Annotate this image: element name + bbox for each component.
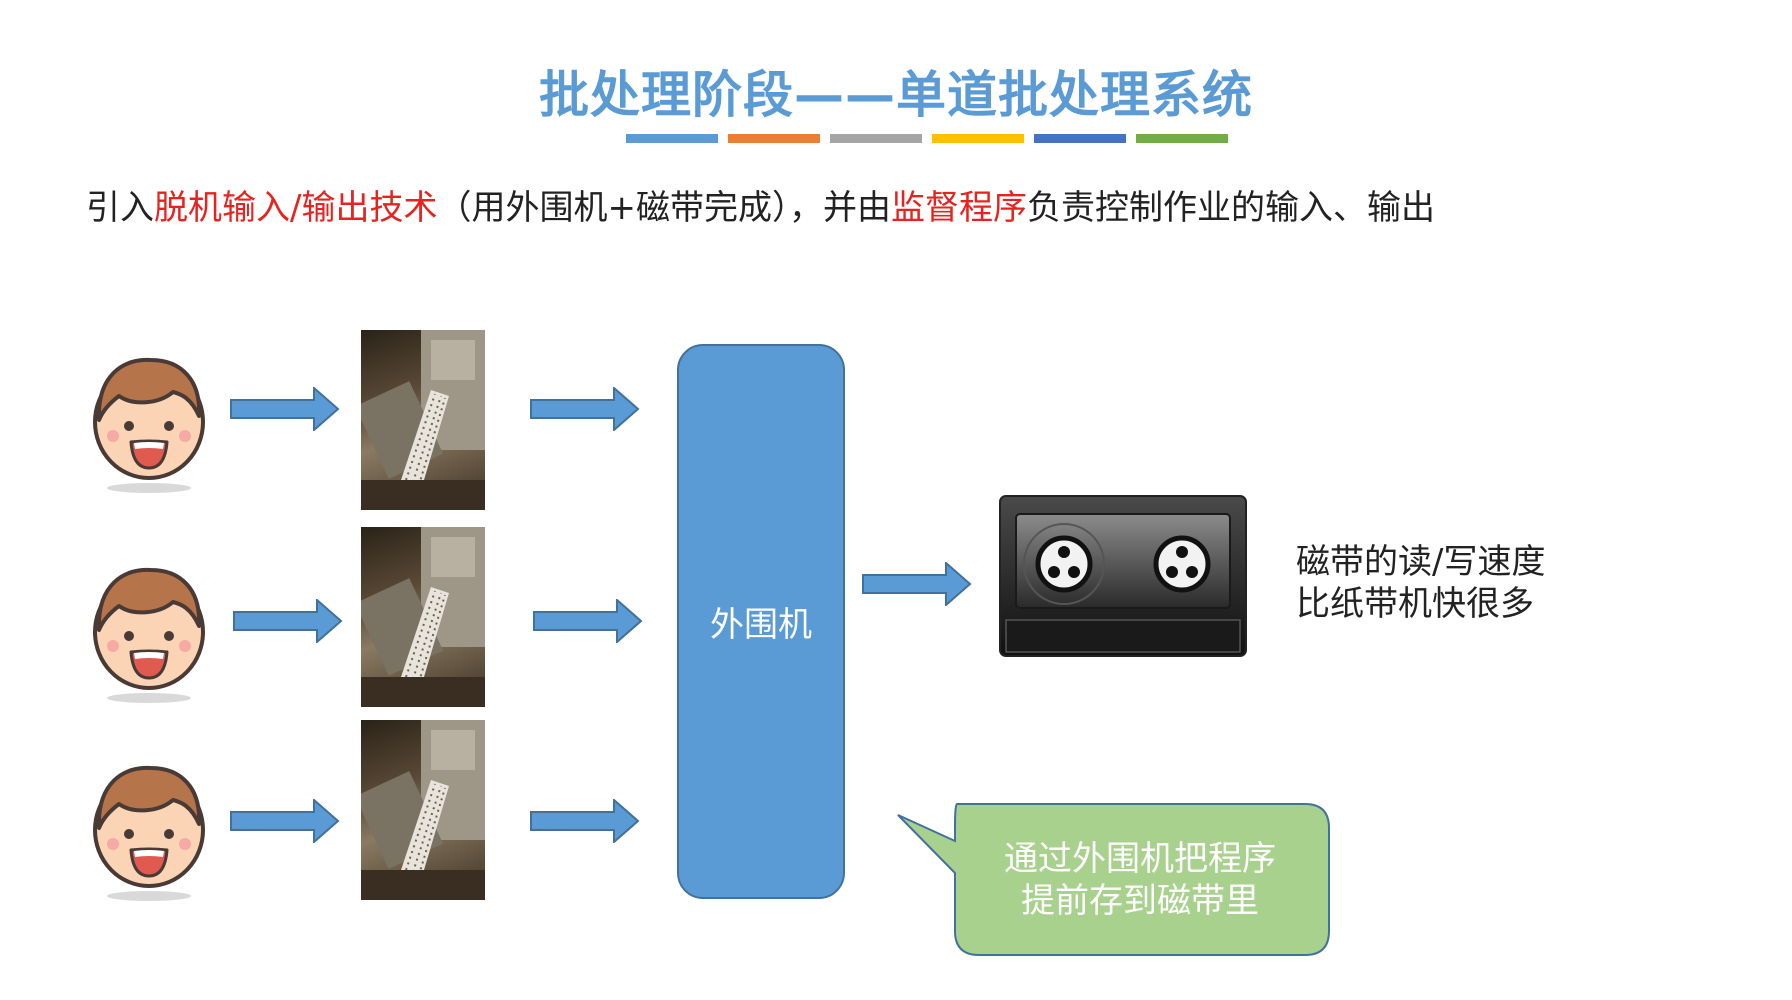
title-bar-2 [728, 134, 820, 143]
intro-part-2: （用外围机+磁带完成），并由 [437, 188, 891, 228]
magnetic-tape-icon [999, 495, 1247, 657]
callout-line1: 通过外围机把程序 [1004, 839, 1276, 879]
paper-tape-machine-photo [361, 527, 485, 707]
callout-text: 通过外围机把程序 提前存到磁带里 [950, 838, 1330, 922]
peripheral-machine-box: 外围机 [677, 344, 845, 899]
title-bar-1 [626, 134, 718, 143]
title-bar-5 [1034, 134, 1126, 143]
callout-line2: 提前存到磁带里 [1021, 881, 1259, 921]
intro-highlight-offline-io: 脱机输入/输出技术 [154, 188, 438, 228]
user-face-icon [93, 357, 205, 493]
arrow-right-icon [530, 799, 640, 843]
tape-speed-note-line2: 比纸带机快很多 [1296, 584, 1534, 624]
user-face-icon [93, 765, 205, 901]
intro-part-1: 引入 [86, 188, 154, 228]
title-bar-4 [932, 134, 1024, 143]
arrow-right-icon [230, 799, 340, 843]
title-underline-bars [626, 134, 1228, 143]
intro-part-3: 负责控制作业的输入、输出 [1026, 188, 1435, 228]
title-bar-3 [830, 134, 922, 143]
page-title: 批处理阶段——单道批处理系统 [539, 66, 1253, 124]
peripheral-machine-label: 外围机 [710, 605, 812, 645]
arrow-right-icon [233, 599, 343, 643]
arrow-right-icon [862, 562, 972, 606]
arrow-right-icon [530, 387, 640, 431]
tape-speed-note-line1: 磁带的读/写速度 [1296, 542, 1546, 582]
intro-sentence: 引入脱机输入/输出技术（用外围机+磁带完成），并由监督程序负责控制作业的输入、输… [86, 180, 1435, 229]
arrow-right-icon [230, 387, 340, 431]
intro-highlight-monitor: 监督程序 [890, 188, 1027, 228]
paper-tape-machine-photo [361, 330, 485, 510]
arrow-right-icon [533, 599, 643, 643]
title-bar-6 [1136, 134, 1228, 143]
callout-bubble [897, 803, 1330, 956]
paper-tape-machine-photo [361, 720, 485, 900]
tape-speed-note: 磁带的读/写速度 比纸带机快很多 [1296, 541, 1545, 625]
user-face-icon [93, 567, 205, 703]
